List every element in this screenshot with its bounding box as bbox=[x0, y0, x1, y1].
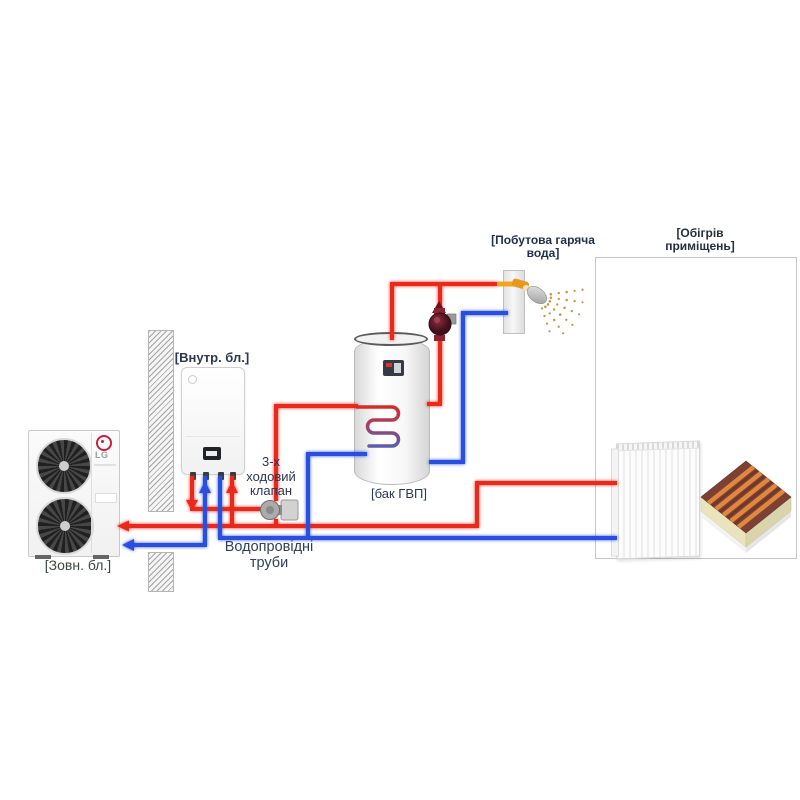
outdoor-unit: LG bbox=[28, 430, 120, 559]
dhw-label-line: вода] bbox=[526, 246, 560, 261]
water-spray-icon bbox=[540, 288, 584, 335]
room-heating-label: [Обігрів приміщень] bbox=[640, 226, 760, 254]
dhw-label-line: [Побутова гаряча bbox=[491, 233, 595, 247]
room-label-line: приміщень] bbox=[665, 239, 735, 254]
fan-icon bbox=[36, 497, 94, 555]
unit-foot bbox=[35, 555, 51, 559]
water-pipes-label: Водопровідні труби bbox=[203, 539, 335, 571]
control-display bbox=[203, 447, 221, 460]
fan-icon bbox=[36, 438, 92, 494]
valve-label-line: ходовий bbox=[246, 468, 296, 484]
valve-label-line: 3-х bbox=[261, 454, 281, 469]
panel-seam bbox=[91, 433, 92, 553]
three-way-valve-label: 3-х ходовий клапан bbox=[234, 454, 308, 499]
circulation-pump-icon bbox=[428, 301, 457, 341]
model-text-line bbox=[94, 464, 116, 466]
lg-brand-text: LG bbox=[95, 450, 109, 460]
lg-logo-icon bbox=[96, 435, 112, 451]
indoor-unit-label: [Внутр. бл.] bbox=[174, 350, 250, 365]
valve-label-line: клапан bbox=[249, 483, 293, 499]
dhw-tank-label: [бак ГВП] bbox=[371, 486, 427, 501]
wall-hatch-upper bbox=[148, 330, 174, 512]
unit-foot bbox=[93, 555, 109, 559]
lg-logo-icon bbox=[188, 375, 197, 384]
spec-label bbox=[95, 493, 117, 503]
return-water-pipes bbox=[122, 311, 617, 551]
domestic-hot-water-label: [Побутова гаряча вода] bbox=[487, 233, 599, 261]
three-way-valve-icon bbox=[260, 499, 299, 521]
tank-coil bbox=[355, 405, 401, 448]
pipes-label-line: Водопровідні bbox=[224, 539, 314, 555]
room-label-line: [Обігрів bbox=[676, 226, 724, 240]
panel-seam bbox=[186, 436, 240, 437]
hot-water-pipes bbox=[117, 282, 617, 532]
shower-head-icon bbox=[511, 278, 547, 305]
outdoor-unit-label: [Зовн. бл.] bbox=[44, 557, 112, 573]
tank-display bbox=[383, 360, 404, 376]
pipes-label-line: труби bbox=[249, 555, 289, 572]
underfloor-heating-icon bbox=[700, 460, 792, 553]
wall-hatch-lower bbox=[148, 552, 174, 592]
